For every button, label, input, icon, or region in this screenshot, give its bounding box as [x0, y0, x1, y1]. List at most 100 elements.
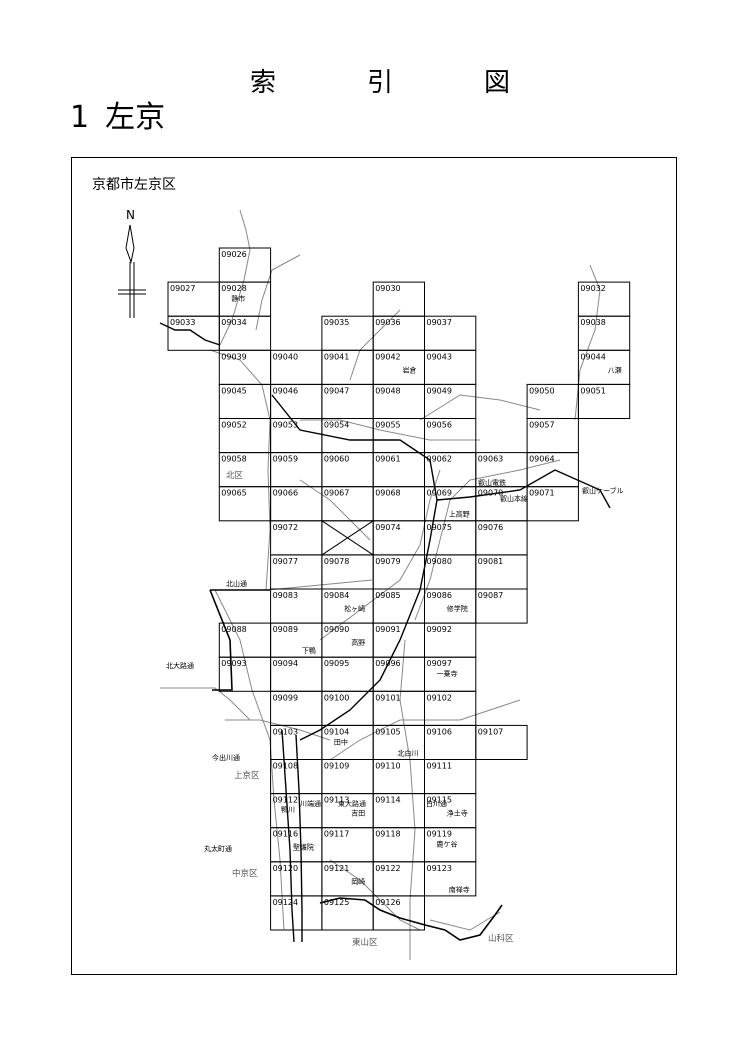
map-sheet-cell[interactable]: 09120: [270, 861, 323, 897]
map-sheet-cell[interactable]: 09110: [372, 759, 426, 795]
map-sheet-cell[interactable]: 09027: [167, 281, 220, 317]
section-name: 左京: [105, 100, 166, 135]
map-sheet-cell[interactable]: 09071: [526, 486, 579, 522]
map-sheet-cell[interactable]: 09046: [270, 383, 323, 419]
map-sheet-cell[interactable]: 09092: [424, 622, 477, 658]
map-sheet-cell[interactable]: 09113: [321, 793, 374, 829]
map-sheet-cell[interactable]: 09088: [218, 622, 272, 658]
map-sheet-number: 09118: [375, 830, 400, 839]
map-sheet-cell[interactable]: 09095: [321, 656, 374, 692]
map-sheet-cell[interactable]: 09124: [270, 895, 323, 931]
map-sheet-cell[interactable]: 09091: [372, 622, 426, 658]
place-label: 浄土寺: [447, 809, 468, 818]
map-sheet-cell[interactable]: 09090: [321, 622, 374, 658]
map-sheet-number: 09090: [324, 625, 349, 634]
map-sheet-cell[interactable]: 09047: [321, 383, 374, 419]
map-sheet-number: 09078: [324, 557, 349, 566]
route-label-eizan-railway: 叡山電鉄: [478, 478, 506, 487]
map-sheet-cell[interactable]: 09044: [577, 349, 631, 385]
map-sheet-cell[interactable]: 09108: [270, 759, 323, 795]
map-sheet-number: 09106: [427, 727, 452, 736]
place-label: 鹿ケ谷: [437, 840, 458, 849]
map-sheet-cell[interactable]: 09076: [475, 520, 528, 556]
map-sheet-cell[interactable]: 09052: [218, 418, 272, 454]
heading-char: 索: [250, 68, 277, 98]
map-sheet-cell[interactable]: 09051: [577, 383, 631, 419]
map-sheet-number: 09077: [273, 557, 298, 566]
map-sheet-number: 09047: [324, 386, 349, 395]
map-sheet-cell[interactable]: 09085: [372, 588, 426, 624]
map-sheet-number: 09074: [375, 523, 400, 532]
map-sheet-cell[interactable]: 09112: [270, 793, 323, 829]
street-label-kitaoji: 北大路通: [166, 661, 194, 670]
map-sheet-cell[interactable]: 09032: [577, 281, 631, 317]
map-sheet-number: 09044: [580, 352, 605, 361]
map-sheet-number: 09116: [273, 830, 298, 839]
map-sheet-cell[interactable]: 09117: [321, 827, 374, 863]
map-sheet-cell[interactable]: 09081: [475, 554, 528, 590]
map-sheet-cell[interactable]: 09106: [424, 724, 477, 761]
map-sheet-number: 09080: [427, 557, 452, 566]
map-sheet-cell[interactable]: 09096: [372, 656, 426, 692]
place-label: 高野: [351, 638, 365, 647]
map-sheet-number: 09069: [427, 489, 452, 498]
map-sheet-number: 09113: [324, 796, 349, 805]
map-sheet-cell[interactable]: 09056: [424, 418, 477, 454]
map-sheet-cell[interactable]: 09057: [526, 418, 579, 454]
map-sheet-cell[interactable]: 09118: [372, 827, 426, 863]
map-sheet-cell[interactable]: 09075: [424, 520, 477, 556]
map-sheet-number: 09046: [273, 386, 298, 395]
map-sheet-cell[interactable]: 09038: [577, 315, 631, 351]
map-sheet-number: 09041: [324, 352, 349, 361]
map-sheet-cell[interactable]: 09037: [424, 315, 477, 351]
map-sheet-cell[interactable]: 09048: [372, 383, 426, 419]
map-sheet-cell[interactable]: 09036: [372, 315, 426, 351]
map-sheet-cell[interactable]: 09065: [218, 486, 272, 522]
map-sheet-cell[interactable]: 09058: [218, 452, 272, 488]
map-sheet-cell[interactable]: 09066: [270, 486, 323, 522]
map-sheet-cell[interactable]: 09034: [218, 315, 272, 351]
map-sheet-cell[interactable]: 09122: [372, 861, 426, 897]
map-sheet-number: 09065: [221, 489, 246, 498]
map-sheet-cell[interactable]: 09060: [321, 452, 374, 488]
map-sheet-cell[interactable]: 09041: [321, 349, 374, 385]
district-label-kita: 北区: [226, 471, 244, 481]
map-sheet-cell[interactable]: 09043: [424, 349, 477, 385]
map-sheet-cell[interactable]: 09040: [270, 349, 323, 385]
map-title: 京都市左京区: [92, 177, 176, 193]
map-sheet-number: 09121: [324, 864, 349, 873]
route-label-eizan-main: 叡山本線: [500, 494, 528, 503]
map-sheet-cell[interactable]: 09072: [270, 520, 323, 556]
map-sheet-cell[interactable]: 09050: [526, 383, 579, 419]
map-sheet-number: 09114: [375, 796, 400, 805]
map-sheet-cell[interactable]: 09100: [321, 690, 374, 726]
map-sheet-cell[interactable]: 09126: [372, 895, 426, 931]
map-sheet-cell[interactable]: 09061: [372, 452, 426, 488]
map-sheet-cell[interactable]: 09039: [218, 349, 272, 385]
map-sheet-cell[interactable]: 09042: [372, 349, 426, 385]
map-sheet-cell[interactable]: 09077: [270, 554, 323, 590]
map-sheet-cell[interactable]: 09055: [372, 418, 426, 454]
map-sheet-number: 09095: [324, 659, 349, 668]
map-sheet-cell[interactable]: 09099: [270, 690, 323, 726]
map-sheet-cell[interactable]: 09053: [270, 418, 323, 454]
map-sheet-cell[interactable]: 09121: [321, 861, 374, 897]
map-sheet-cell[interactable]: 09111: [424, 759, 477, 795]
map-sheet-cell[interactable]: 09079: [372, 554, 426, 590]
map-sheet-cell[interactable]: 09087: [475, 588, 528, 624]
map-sheet-number: 09096: [375, 659, 400, 668]
map-sheet-cell[interactable]: 09107: [475, 724, 528, 761]
map-sheet-cell[interactable]: 09083: [270, 588, 323, 624]
map-sheet-cell[interactable]: 09070: [475, 486, 528, 522]
map-sheet-cell[interactable]: 09068: [372, 486, 426, 522]
map-sheet-cell[interactable]: 09093: [218, 656, 272, 692]
district-label-kamigyo: 上京区: [234, 770, 260, 781]
map-sheet-number: 09059: [273, 455, 298, 464]
map-sheet-cell[interactable]: 09094: [270, 656, 323, 692]
map-sheet-cell[interactable]: 09109: [321, 759, 374, 795]
map-sheet-cell[interactable]: 09123: [424, 861, 477, 897]
heading-char: 引: [366, 68, 393, 98]
map-sheet-cell[interactable]: 09067: [321, 486, 374, 522]
map-sheet-cell[interactable]: 09059: [270, 452, 323, 488]
map-sheet-cell[interactable]: 09114: [372, 793, 426, 829]
